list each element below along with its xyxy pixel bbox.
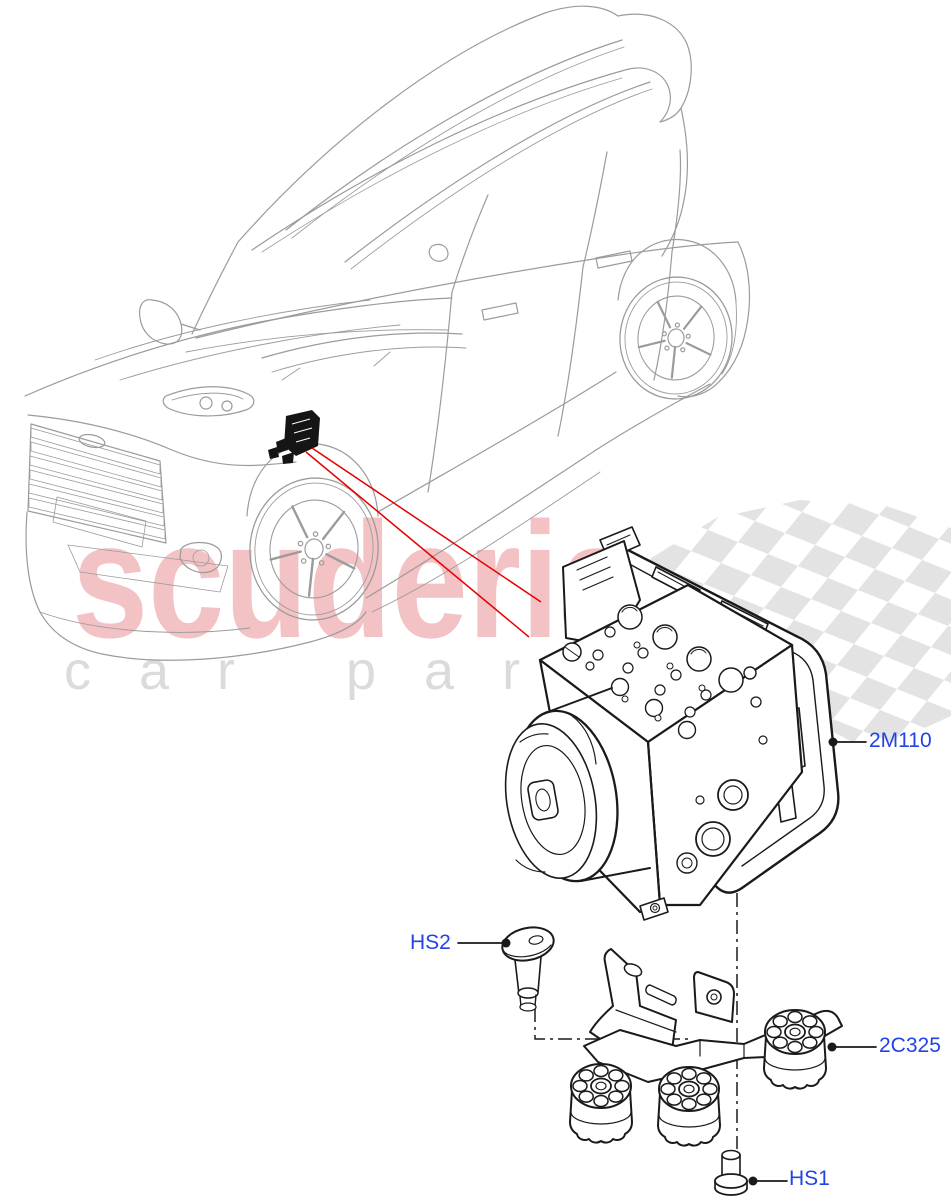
part-label-HS2[interactable]: HS2 [410, 931, 451, 954]
part-label-2C325[interactable]: 2C325 [879, 1034, 941, 1057]
front-wheel [249, 477, 379, 621]
abs-modulator-drawing [504, 526, 840, 921]
rear-wheel [619, 276, 733, 400]
leader-2m110 [828, 737, 867, 747]
vehicle-outline [24, 5, 751, 661]
mounting-bracket-drawing [583, 948, 843, 1083]
valve-block-ports [562, 604, 744, 740]
block-side-bores [676, 666, 768, 874]
part-label-2M110[interactable]: 2M110 [869, 729, 932, 752]
grille-slats [28, 427, 166, 540]
leader-2c325 [827, 1042, 877, 1052]
pump-motor [504, 687, 651, 883]
hs2-screw-drawing [501, 926, 555, 1012]
watermark-brand: scuderia [72, 488, 636, 672]
leader-hs2 [457, 938, 511, 948]
hs1-screw-drawing [714, 1149, 748, 1196]
abs-module-location-marker [268, 410, 320, 464]
leader-hs1 [748, 1176, 788, 1186]
part-label-HS1[interactable]: HS1 [789, 1167, 830, 1190]
location-leader-lines [305, 447, 542, 638]
